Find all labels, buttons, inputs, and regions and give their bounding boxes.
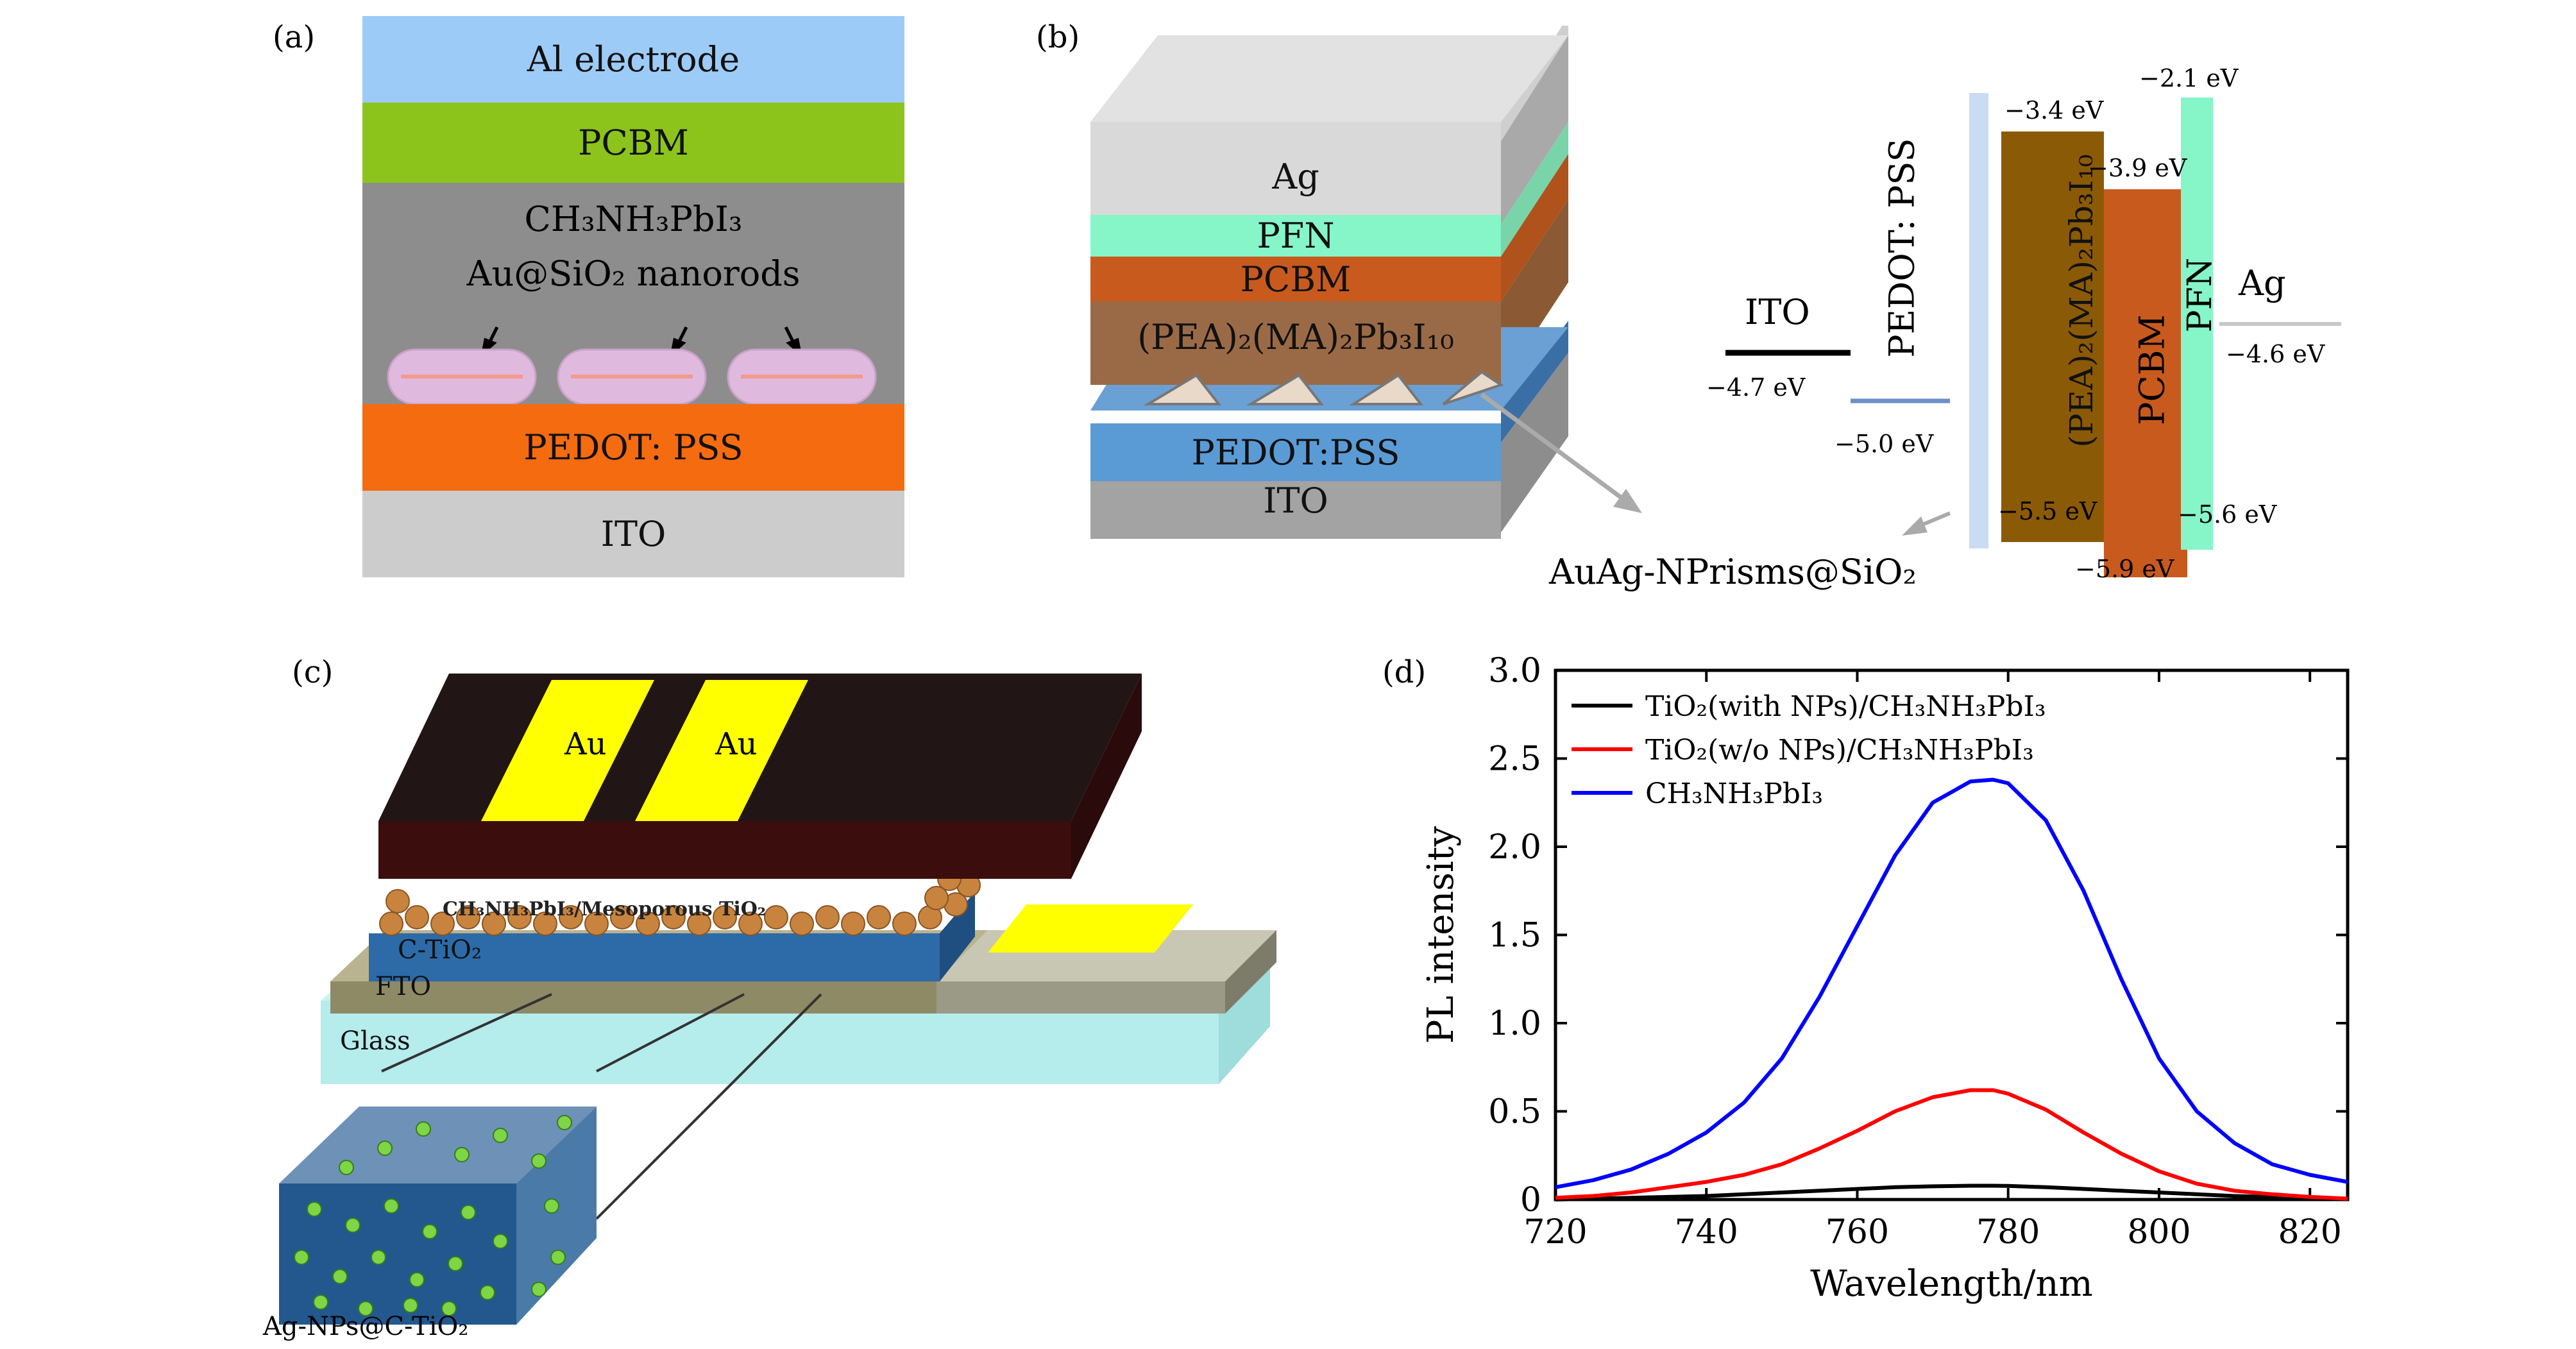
perovskite-top-layer: [378, 821, 1071, 879]
ag-label: Ag: [1272, 156, 1319, 197]
pedot-layer: PEDOT: PSS: [362, 404, 904, 491]
ito-label: ITO: [1263, 480, 1328, 521]
perovskite-layer: [1090, 301, 1501, 385]
pcbm-label: PCBM: [578, 123, 689, 163]
pfn-name: PFN: [2181, 257, 2219, 333]
panel-b-stack: [1090, 26, 1642, 539]
pedot-bar: [1969, 93, 1988, 548]
glass-label: Glass: [340, 1026, 411, 1056]
fto-label: FTO: [375, 972, 432, 1001]
panel-b-label: (b): [1036, 19, 1080, 55]
energy-diagram: [1725, 93, 2341, 577]
y-tick-label: 2.0: [1488, 828, 1541, 867]
pedot-label: PEDOT:PSS: [1191, 432, 1400, 473]
pcbm-bottom-value: −5.9 eV: [2075, 555, 2174, 583]
panel-a: Al electrode PCBM CH₃NH₃PbI₃ Au@SiO₂ nan…: [362, 16, 904, 577]
au-electrode-2: [635, 680, 808, 821]
x-tick-label: 720: [1523, 1213, 1587, 1251]
ctio2-label: C-TiO₂: [398, 935, 482, 965]
x-tick-label: 800: [2127, 1213, 2190, 1251]
mesoporous-label: CH₃NH₃PbI₃/Mesoporous TiO₂: [443, 898, 767, 921]
nanorods-drawing: [387, 326, 877, 404]
ag-level-name: Ag: [2239, 263, 2286, 303]
arrow-icon: [1902, 516, 1928, 536]
ag-layer: [1090, 122, 1501, 228]
pedot-level-name: PEDOT: PSS: [1881, 138, 1922, 358]
perovskite-layer: CH₃NH₃PbI₃ Au@SiO₂ nanorods: [362, 183, 904, 404]
pfn-label: PFN: [1257, 216, 1335, 256]
y-tick-label: 0.5: [1488, 1093, 1541, 1132]
pcbm-name: PCBM: [2131, 314, 2173, 425]
panel-c-label: (c): [292, 654, 334, 690]
al-electrode-layer: Al electrode: [362, 16, 904, 103]
y-axis-label: PL intensity: [1420, 826, 1462, 1044]
x-tick-label: 780: [1976, 1213, 2040, 1251]
pedot-layer: [1090, 423, 1501, 481]
series-line: [1555, 1088, 2348, 1201]
x-tick-label: 820: [2278, 1213, 2342, 1251]
arrow-icon: [480, 326, 802, 357]
arrow-icon: [1613, 489, 1642, 513]
pfn-layer: [1090, 215, 1501, 257]
pedot-label: PEDOT: PSS: [523, 427, 743, 468]
pl-chart: 720 740 760 780 800 820 0 0.5 1.0 1.5 2.0 2.5 3.0Wav…: [1420, 654, 2350, 1305]
ito-level-value: −4.7 eV: [1706, 373, 1806, 402]
panel-a-label: (a): [273, 19, 316, 55]
legend-entry: TiO₂(w/o NPs)/CH₃NH₃PbI₃: [1645, 734, 2034, 767]
perov-bottom-value: −5.5 eV: [1998, 497, 2097, 525]
x-axis-label: Wavelength/nm: [1810, 1263, 2092, 1305]
pfn-bar: [2181, 98, 2213, 550]
glass-layer: [321, 1001, 1219, 1084]
fto-layer: [330, 981, 965, 1014]
pcbm-layer: PCBM: [362, 103, 904, 183]
pcbm-layer: [1090, 257, 1501, 301]
pcbm-top-value: −3.9 eV: [2088, 154, 2187, 182]
ag-level-value: −4.6 eV: [2226, 340, 2325, 368]
y-tick-label: 0: [1520, 1181, 1541, 1219]
nanorod-icon: [387, 348, 877, 404]
right-au-pad: [988, 904, 1193, 953]
pfn-bottom-value: −5.6 eV: [2178, 500, 2277, 529]
perovskite-label: CH₃NH₃PbI₃: [524, 199, 743, 239]
nanoparticle-icon: [294, 1115, 572, 1316]
au-label-1: Au: [564, 726, 607, 762]
ito-layer: [1090, 481, 1501, 539]
inset-label: Ag-NPs@C-TiO₂: [263, 1312, 469, 1341]
pcbm-bar: [2104, 189, 2187, 577]
ito-level-name: ITO: [1745, 292, 1810, 332]
perovskite-label: (PEA)₂(MA)₂Pb₃I₁₀: [1137, 316, 1454, 357]
pfn-top-value: −2.1 eV: [2139, 64, 2239, 92]
x-tick-label: 760: [1826, 1213, 1889, 1251]
au-label-2: Au: [715, 726, 758, 762]
legend-entry: TiO₂(with NPs)/CH₃NH₃PbI₃: [1645, 690, 2046, 723]
perovskite-bar: [2001, 132, 2104, 542]
x-tick-label: 740: [1675, 1213, 1738, 1251]
y-tick-label: 2.5: [1488, 740, 1541, 779]
prism-icon: [1143, 370, 1504, 405]
y-tick-label: 1.5: [1488, 917, 1541, 955]
perov-top-value: −3.4 eV: [2004, 96, 2104, 124]
nanorods-label: Au@SiO₂ nanorods: [466, 253, 801, 294]
y-tick-label: 1.0: [1488, 1005, 1541, 1043]
ctio2-layer: [369, 933, 940, 981]
panel-d-label: (d): [1382, 654, 1427, 690]
legend-entry: CH₃NH₃PbI₃: [1645, 777, 1823, 810]
panel-c-device: [279, 674, 1276, 1325]
prisms-label: AuAg-NPrisms@SiO₂: [1549, 552, 1917, 592]
pedot-level-value: −5.0 eV: [1835, 430, 1934, 458]
series-line: [1555, 777, 2348, 1189]
ito-label: ITO: [600, 514, 666, 554]
y-tick-label: 3.0: [1488, 654, 1541, 690]
al-electrode-label: Al electrode: [527, 39, 740, 80]
ito-layer: ITO: [362, 491, 904, 577]
pcbm-label: PCBM: [1240, 259, 1352, 300]
au-electrode-1: [481, 680, 654, 821]
series-line: [1555, 1184, 2348, 1201]
